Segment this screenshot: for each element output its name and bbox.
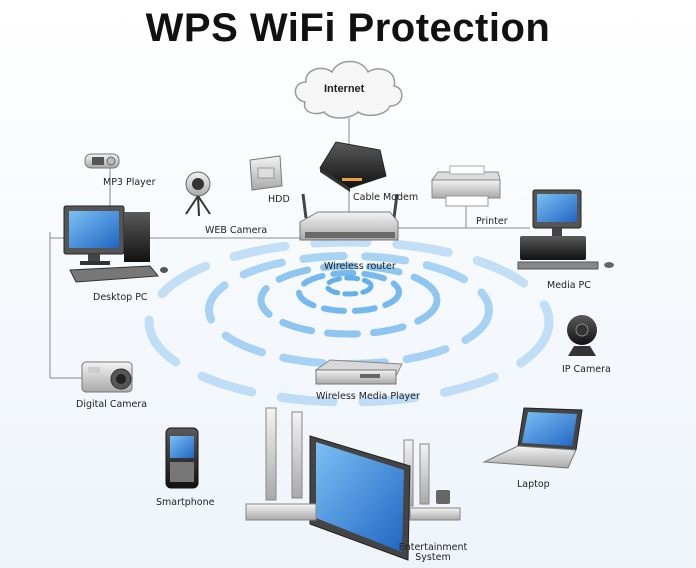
page-title: WPS WiFi Protection	[145, 6, 551, 50]
internet-label: Internet	[324, 83, 365, 95]
printer-icon	[431, 165, 501, 207]
entertainment-system-label: Entertainment System	[398, 543, 468, 563]
desktop-pc-icon	[63, 205, 168, 283]
laptop-label: Laptop	[517, 479, 550, 490]
smartphone-label: Smartphone	[156, 497, 215, 508]
wireless-media-player-label: Wireless Media Player	[316, 391, 420, 402]
connection-lines	[49, 118, 530, 379]
printer-label: Printer	[476, 216, 508, 227]
internet-cloud-icon	[294, 60, 403, 119]
hdd-icon	[249, 155, 283, 191]
wireless-router-label: Wireless router	[324, 261, 396, 272]
hdd-label: HDD	[268, 194, 290, 205]
web-camera-icon	[185, 171, 211, 217]
laptop-icon	[482, 407, 583, 469]
web-camera-label: WEB Camera	[205, 225, 268, 236]
wireless-router-icon	[299, 193, 399, 241]
cable-modem-icon	[319, 141, 387, 192]
ip-camera-icon	[567, 315, 597, 356]
digital-camera-icon	[81, 361, 133, 393]
entertainment-system-icon	[245, 407, 461, 561]
digital-camera-label: Digital Camera	[76, 399, 148, 410]
smartphone-icon	[165, 427, 199, 489]
mp3-player-icon	[84, 153, 120, 169]
cable-modem-label: Cable Modem	[353, 192, 419, 203]
media-pc-icon	[517, 189, 614, 270]
entertainment-system-label-line2: System	[415, 552, 451, 563]
wireless-media-player-icon	[314, 359, 403, 385]
desktop-pc-label: Desktop PC	[93, 292, 148, 303]
ip-camera-label: IP Camera	[562, 364, 611, 375]
mp3-player-label: MP3 Player	[103, 177, 156, 188]
entertainment-system-label-line1: Entertainment	[398, 542, 468, 553]
media-pc-label: Media PC	[547, 280, 591, 291]
